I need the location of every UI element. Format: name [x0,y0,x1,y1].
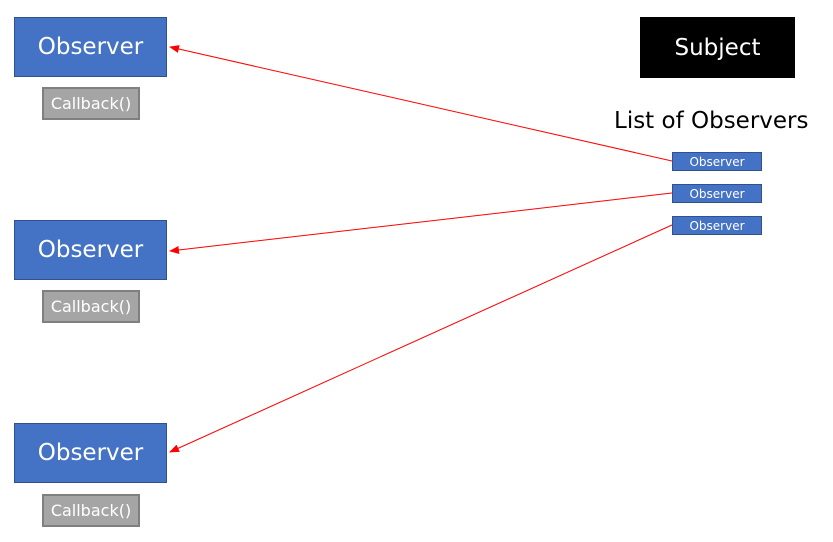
observer-box-2: Observer [14,220,167,280]
callback-box-2: Callback() [42,290,140,323]
observer-list-item-3: Observer [672,216,762,235]
arrow-to-observer-1 [169,45,673,162]
observer-list-item-label-3: Observer [689,218,745,233]
subject-label: Subject [674,34,761,61]
callback-label-3: Callback() [50,501,132,520]
callback-label-2: Callback() [50,297,132,316]
observer-box-1: Observer [14,17,167,77]
observer-list-item-label-1: Observer [689,154,745,169]
observer-label-3: Observer [37,440,144,466]
observer-list-item-1: Observer [672,152,762,171]
observer-list-item-label-2: Observer [689,186,745,201]
arrow-to-observer-3 [169,224,673,453]
observer-list-title: List of Observers [614,108,809,134]
observer-box-3: Observer [14,423,167,483]
subject-box: Subject [640,17,795,78]
observer-label-1: Observer [37,34,144,60]
callback-label-1: Callback() [50,94,132,113]
arrow-to-observer-2 [169,192,673,254]
observer-list-item-2: Observer [672,184,762,203]
callback-box-1: Callback() [42,87,140,120]
callback-box-3: Callback() [42,494,140,527]
observer-label-2: Observer [37,237,144,263]
